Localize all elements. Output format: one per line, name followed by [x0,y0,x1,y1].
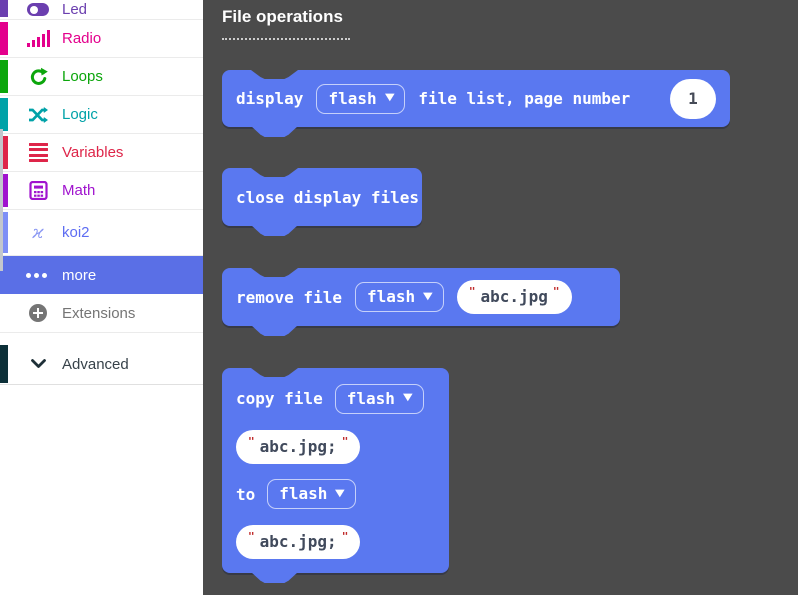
block-label: display [236,89,304,108]
block-bottom-tab [251,126,298,137]
category-color-bar [0,98,8,131]
source-filename-input[interactable]: abc.jpg; [236,429,361,464]
sidebar-item-label: more [62,266,97,284]
led-toggle-icon [26,3,50,16]
close-quote-icon [342,531,349,542]
category-color-bar [0,212,8,253]
sidebar-item-more[interactable]: more [0,256,203,294]
dropdown-caret-icon: ▼ [423,290,433,302]
destination-filename-input[interactable]: abc.jpg; [236,525,361,560]
open-quote-icon [469,286,476,297]
block-top-notch [251,368,298,377]
block-bottom-tab [251,225,298,236]
copy-file-row: copy file flash ▼ [236,380,424,418]
chevron-down-icon [26,359,50,369]
block-label: to [236,484,256,504]
block-copy-file[interactable]: copy file flash ▼ abc.jpg; to flash ▼ [222,368,449,583]
string-value: abc.jpg [480,287,548,306]
sidebar-item-radio[interactable]: Radio [0,20,203,58]
dropdown-caret-icon: ▼ [335,487,346,499]
signal-bars-icon [26,30,50,47]
destination-drive-dropdown[interactable]: flash ▼ [267,479,357,510]
kappa-glyph-icon: ϰ [32,221,44,243]
filename-input[interactable]: abc.jpg [456,280,572,314]
blocks-flyout: File operations display flash ▼ file lis… [203,0,798,595]
destination-row: to flash ▼ [236,476,357,514]
block-label: file list, page number [418,89,631,108]
dropdown-value: flash [366,287,416,306]
category-color-bar [0,136,8,169]
dropdown-value: flash [328,88,377,108]
destination-file-row: abc.jpg; [236,523,361,561]
category-color-bar [0,345,8,383]
sidebar-divider-gap [0,333,203,344]
sidebar-item-label: Variables [62,144,124,161]
category-color-bar [0,60,8,93]
sidebar-item-label: Loops [62,68,103,85]
close-quote-icon [553,286,560,297]
block-remove-file[interactable]: remove file flash ▼ abc.jpg [222,268,620,336]
open-quote-icon [248,531,255,542]
sidebar-item-advanced[interactable]: Advanced [0,344,203,385]
open-quote-icon [248,436,255,447]
sidebar-item-variables[interactable]: Variables [0,134,203,172]
block-top-notch [251,70,298,79]
rotate-arrow-icon [26,67,50,86]
sidebar-item-label: koi2 [62,224,90,241]
flyout-heading: File operations [222,7,343,26]
sidebar-item-koi2[interactable]: ϰ koi2 [0,210,203,256]
block-display-file-list[interactable]: display flash ▼ file list, page number 1 [222,70,730,137]
category-color-bar [0,174,8,207]
drive-dropdown[interactable]: flash ▼ [354,282,444,312]
sidebar-item-label: Radio [62,30,102,47]
sidebar-item-math[interactable]: Math [0,172,203,210]
block-label: copy file [236,389,323,409]
sidebar-item-label: Math [62,182,96,199]
dropdown-caret-icon: ▼ [402,392,413,404]
dropdown-value: flash [279,484,328,504]
block-close-display-files[interactable]: close display files [222,168,422,236]
source-file-row: abc.jpg; [236,428,361,466]
source-drive-dropdown[interactable]: flash ▼ [334,383,424,414]
toolbox-scrollbar[interactable] [0,129,3,271]
sidebar-item-label: Advanced [62,355,129,373]
block-top-notch [251,168,298,177]
category-color-bar [0,0,8,17]
sidebar-item-extensions[interactable]: Extensions [0,294,203,333]
heading-dotted-divider [222,38,350,40]
block-label: close display files [236,187,420,207]
close-quote-icon [342,436,349,447]
block-bottom-tab [251,325,298,336]
block-label: remove file [236,287,342,307]
sidebar-item-label: Led [62,1,88,18]
category-color-bar [0,22,8,55]
ellipsis-icon [26,272,50,278]
sidebar-item-label: Logic [62,106,98,123]
shuffle-arrows-icon [26,106,50,123]
block-bottom-tab [251,572,298,583]
string-value: abc.jpg; [259,436,337,456]
dropdown-value: flash [346,388,395,408]
list-bars-icon [26,140,50,165]
sidebar-item-led[interactable]: Led [0,0,203,20]
toolbox-sidebar: Led Radio Loops Logic Variables [0,0,203,595]
calculator-icon [26,181,50,200]
sidebar-item-loops[interactable]: Loops [0,58,203,96]
block-top-notch [251,268,298,277]
plus-circle-icon [26,304,50,322]
string-value: abc.jpg; [259,532,337,552]
dropdown-caret-icon: ▼ [384,92,395,103]
drive-dropdown[interactable]: flash ▼ [316,83,406,114]
sidebar-item-logic[interactable]: Logic [0,96,203,134]
page-number-input[interactable]: 1 [670,78,716,119]
sidebar-item-label: Extensions [62,304,136,322]
